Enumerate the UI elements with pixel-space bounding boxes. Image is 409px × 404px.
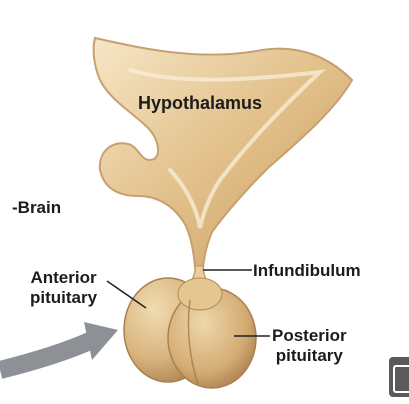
curved-arrow-icon [0, 331, 96, 379]
hypothalamus-shape [92, 36, 354, 269]
hypothalamus-label: Hypothalamus [138, 93, 263, 113]
posterior-pituitary-label: Posterior pituitary [272, 326, 347, 366]
hypothalamus-groove [128, 68, 326, 229]
posterior-label-line1: Posterior [272, 326, 347, 345]
lobe-division [187, 299, 199, 385]
anterior-pituitary-label: Anterior pituitary [30, 268, 97, 308]
anterior-label-line1: Anterior [30, 268, 97, 287]
posterior-label-line2: pituitary [275, 346, 343, 365]
arrow-head [84, 322, 118, 360]
pituitary-neck [177, 277, 223, 311]
infundibulum-label: Infundibulum [253, 261, 361, 280]
brain-label: -Brain [12, 198, 62, 217]
anterior-label-line2: pituitary [30, 288, 98, 307]
fullscreen-icon-frame [393, 365, 409, 393]
anterior-leader [106, 280, 147, 309]
fullscreen-icon[interactable] [389, 357, 409, 397]
